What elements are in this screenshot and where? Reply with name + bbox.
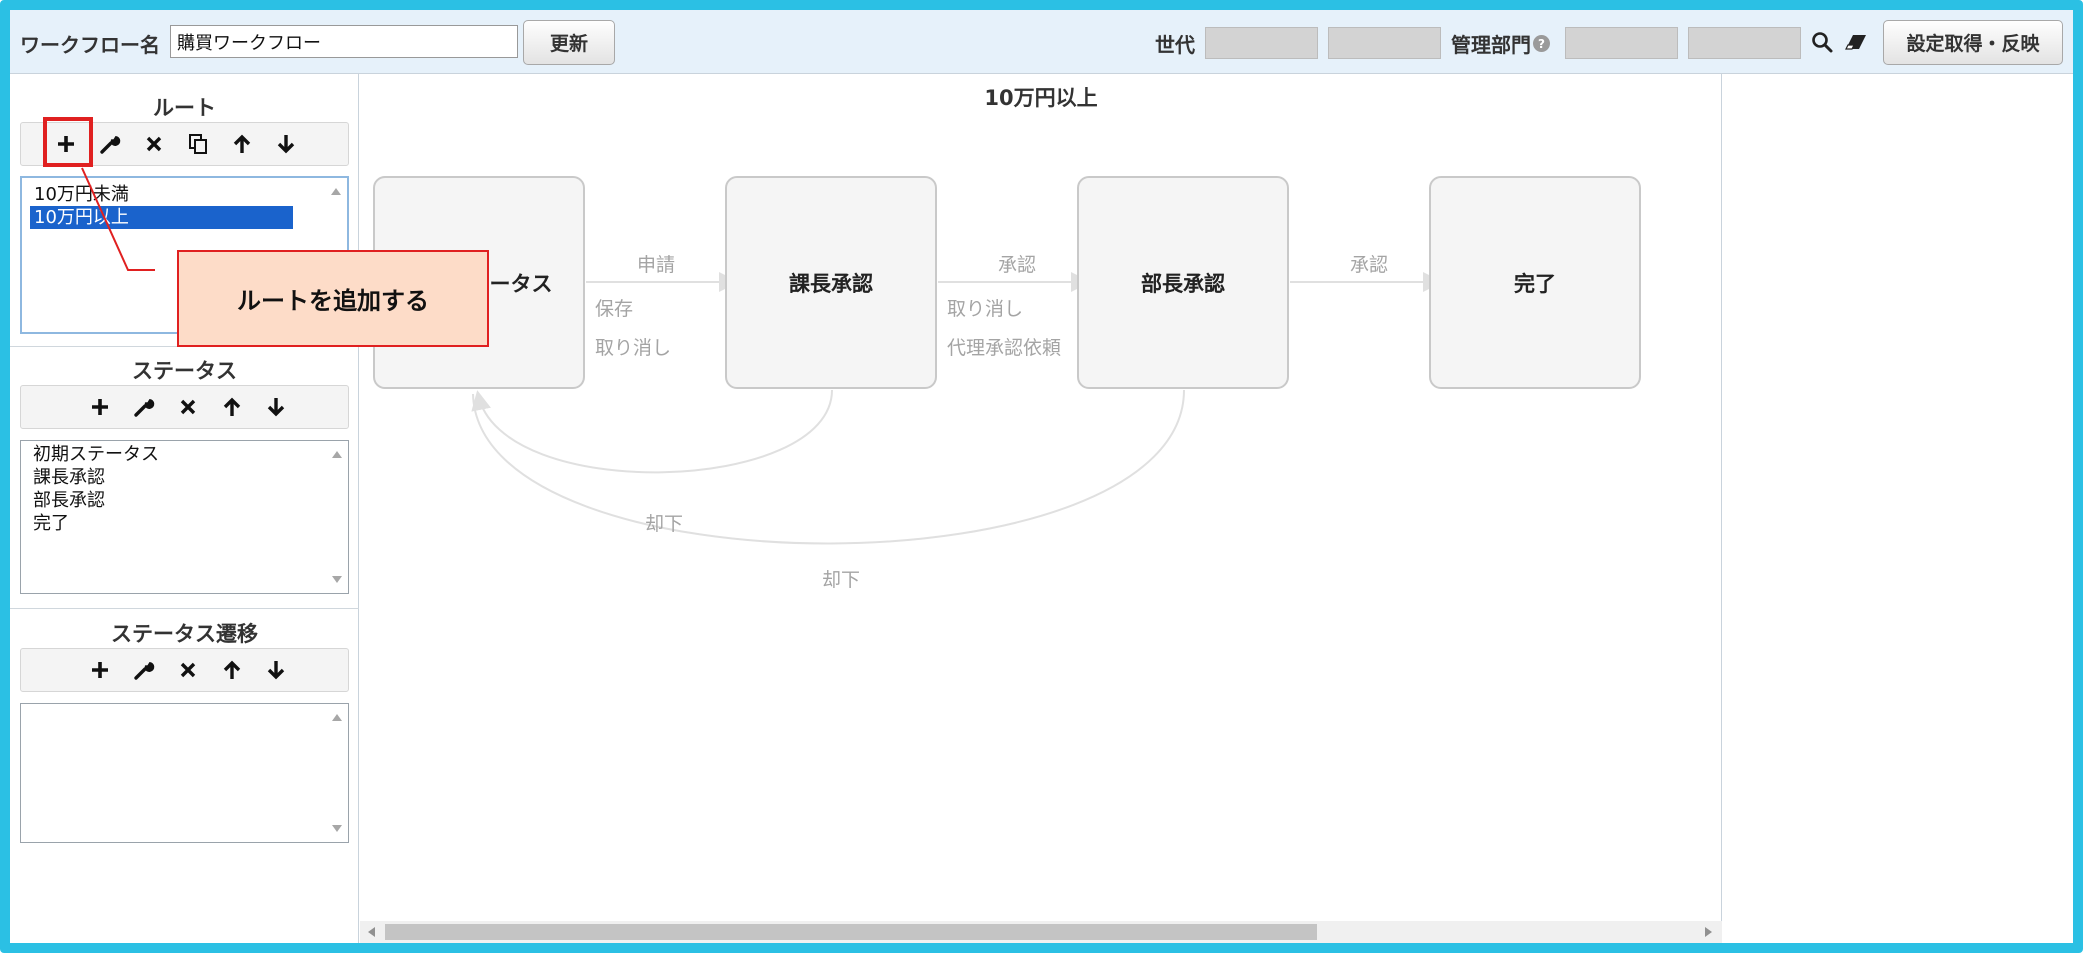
wrench-icon — [134, 399, 155, 417]
status-toolbar — [20, 385, 349, 429]
route-add-button[interactable] — [50, 128, 82, 160]
generation-label: 世代 — [1155, 33, 1195, 57]
route-up-button[interactable] — [226, 128, 258, 160]
workflow-canvas[interactable]: 10万円以上 初期ステータス 課長承認 部長承認 完了 申請 保存 取り消し 承… — [360, 74, 1722, 943]
dept-field-1[interactable] — [1565, 27, 1678, 59]
generation-field-1[interactable] — [1205, 27, 1318, 59]
edge-label-approve-2[interactable]: 承認 — [1350, 254, 1389, 276]
status-scrollbar[interactable] — [326, 441, 348, 593]
reject-curve-1 — [471, 389, 833, 474]
route-item-1[interactable]: 10万円以上 — [30, 206, 293, 229]
route-scrollbar[interactable] — [325, 178, 347, 332]
transition-scrollbar[interactable] — [326, 704, 348, 842]
reject-curve-2 — [472, 389, 1185, 545]
status-edit-button[interactable] — [128, 391, 160, 423]
transition-edit-button[interactable] — [128, 654, 160, 686]
transition-delete-button[interactable] — [172, 654, 204, 686]
dept-field-2[interactable] — [1688, 27, 1801, 59]
plus-icon — [92, 662, 108, 678]
arrow-up-icon — [223, 660, 241, 679]
canvas-hscrollbar[interactable] — [360, 921, 1722, 943]
status-item-3[interactable]: 完了 — [33, 513, 69, 534]
route-copy-button[interactable] — [182, 128, 214, 160]
status-up-button[interactable] — [216, 391, 248, 423]
transition-up-button[interactable] — [216, 654, 248, 686]
wrench-icon — [134, 662, 155, 680]
workflow-name-input[interactable] — [170, 25, 518, 58]
dept-label: 管理部門 — [1451, 33, 1531, 57]
search-icon[interactable] — [1810, 30, 1834, 54]
generation-field-2[interactable] — [1328, 27, 1441, 59]
status-down-button[interactable] — [260, 391, 292, 423]
plus-icon — [92, 399, 108, 415]
close-icon — [146, 136, 162, 152]
route-down-button[interactable] — [270, 128, 302, 160]
section-divider — [10, 608, 359, 609]
status-title: ステータス — [132, 359, 237, 383]
fetch-apply-button[interactable]: 設定取得・反映 — [1883, 20, 2063, 65]
header-bar: ワークフロー名 更新 世代 管理部門 ? 設定取得・反映 — [10, 10, 2073, 74]
route-delete-button[interactable] — [138, 128, 170, 160]
node-dept-approval[interactable]: 部長承認 — [1077, 176, 1289, 389]
copy-icon — [189, 134, 207, 154]
transition-down-button[interactable] — [260, 654, 292, 686]
eraser-icon[interactable] — [1844, 32, 1868, 54]
edge-label-cancel-2[interactable]: 取り消し — [947, 298, 1024, 320]
help-icon[interactable]: ? — [1533, 35, 1550, 52]
arrow-up-icon — [223, 397, 241, 416]
status-delete-button[interactable] — [172, 391, 204, 423]
edge-label-apply[interactable]: 申請 — [637, 254, 676, 276]
canvas-title: 10万円以上 — [984, 86, 1098, 110]
route-item-0[interactable]: 10万円未満 — [34, 184, 129, 205]
update-button[interactable]: 更新 — [523, 20, 615, 65]
close-icon — [180, 662, 196, 678]
scroll-thumb[interactable] — [385, 924, 1317, 940]
route-edit-button[interactable] — [94, 128, 126, 160]
edge-label-proxy[interactable]: 代理承認依頼 — [947, 337, 1062, 359]
close-icon — [180, 399, 196, 415]
node-section-approval[interactable]: 課長承認 — [725, 176, 937, 389]
arrow-up-icon — [233, 134, 251, 153]
edge-label-reject-2[interactable]: 却下 — [822, 569, 861, 591]
arrow-down-icon — [267, 661, 285, 680]
transition-add-button[interactable] — [84, 654, 116, 686]
arrow-down-icon — [267, 398, 285, 417]
property-panel — [1723, 74, 2073, 943]
edge-label-approve-1[interactable]: 承認 — [998, 254, 1037, 276]
annotation-callout: ルートを追加する — [177, 250, 489, 347]
edge-label-cancel-1[interactable]: 取り消し — [595, 337, 672, 359]
workflow-name-label: ワークフロー名 — [20, 33, 160, 57]
node-complete[interactable]: 完了 — [1429, 176, 1641, 389]
status-listbox[interactable]: 初期ステータス 課長承認 部長承認 完了 — [20, 440, 349, 594]
route-title: ルート — [153, 96, 216, 120]
annotation-highlight — [43, 117, 93, 167]
status-add-button[interactable] — [84, 391, 116, 423]
arrow-down-icon — [277, 135, 295, 154]
transition-toolbar — [20, 648, 349, 692]
route-toolbar — [20, 122, 349, 166]
edge-label-reject-1[interactable]: 却下 — [645, 513, 684, 535]
transition-title: ステータス遷移 — [111, 622, 258, 646]
wrench-icon — [100, 136, 121, 154]
edge-label-save[interactable]: 保存 — [595, 298, 634, 320]
transition-listbox[interactable] — [20, 703, 349, 843]
left-panel: ルート 10万円未満 10万円以上 — [10, 74, 359, 943]
status-item-0[interactable]: 初期ステータス — [33, 444, 159, 465]
status-item-2[interactable]: 部長承認 — [33, 490, 105, 511]
status-item-1[interactable]: 課長承認 — [33, 467, 105, 488]
plus-icon — [58, 136, 74, 152]
